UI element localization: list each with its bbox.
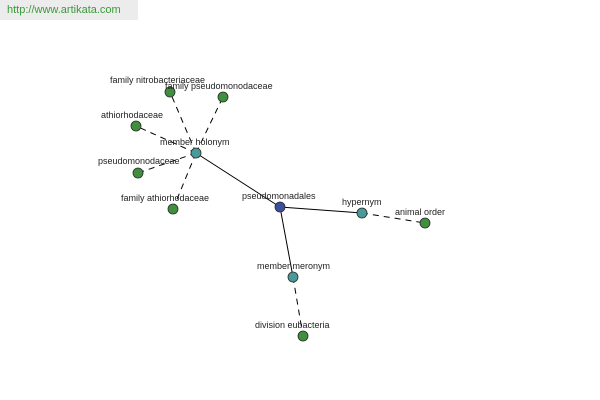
node-label-pseudomonodaceae: pseudomonodaceae <box>98 156 180 166</box>
edge-member-meronym-to-division-eubacteria <box>292 276 304 337</box>
url-banner: http://www.artikata.com <box>0 0 138 20</box>
edge-pseudomonadales-to-member-meronym <box>279 206 294 278</box>
node-label-division-eubacteria: division eubacteria <box>255 320 330 330</box>
node-layer: pseudomonadales member holonym hypernym mem… <box>98 75 445 342</box>
node-label-member-holonym: member holonym <box>160 137 230 147</box>
node-athiorhodaceae[interactable]: athiorhodaceae <box>101 110 163 132</box>
node-family-athiorhodaceae[interactable]: family athiorhodaceae <box>121 193 209 215</box>
node-marker-pseudomonodaceae[interactable] <box>132 167 144 179</box>
node-marker-hypernym[interactable] <box>356 207 368 219</box>
node-marker-athiorhodaceae[interactable] <box>130 120 142 132</box>
node-hypernym[interactable]: hypernym <box>342 197 382 219</box>
node-marker-member-meronym[interactable] <box>287 271 299 283</box>
edge-layer <box>135 91 426 337</box>
node-pseudomonodaceae[interactable]: pseudomonodaceae <box>98 156 180 179</box>
node-family-nitrobacteriaceae[interactable]: family nitrobacteriaceae <box>110 75 205 98</box>
node-member-holonym[interactable]: member holonym <box>160 137 230 159</box>
node-label-animal-order: animal order <box>395 207 445 217</box>
node-marker-member-holonym[interactable] <box>190 147 202 159</box>
node-marker-family-athiorhodaceae[interactable] <box>167 203 179 215</box>
node-marker-family-nitrobacteriaceae[interactable] <box>164 86 176 98</box>
node-label-hypernym: hypernym <box>342 197 382 207</box>
site-url-link[interactable]: http://www.artikata.com <box>7 4 121 16</box>
node-animal-order[interactable]: animal order <box>395 207 445 229</box>
edge-pseudomonadales-to-member-holonym <box>195 152 281 208</box>
node-division-eubacteria[interactable]: division eubacteria <box>255 320 330 342</box>
edge-member-holonym-to-family-nitrobacteriaceae <box>169 91 197 154</box>
node-label-pseudomonadales: pseudomonadales <box>242 191 316 201</box>
node-marker-animal-order[interactable] <box>419 217 431 229</box>
node-label-athiorhodaceae: athiorhodaceae <box>101 110 163 120</box>
node-label-family-pseudomonodaceae: family pseudomonodaceae <box>165 81 273 91</box>
node-label-family-nitrobacteriaceae: family nitrobacteriaceae <box>110 75 205 85</box>
node-pseudomonadales[interactable]: pseudomonadales <box>242 191 316 213</box>
node-label-family-athiorhodaceae: family athiorhodaceae <box>121 193 209 203</box>
node-marker-family-pseudomonodaceae[interactable] <box>217 91 229 103</box>
node-marker-pseudomonadales[interactable] <box>274 201 286 213</box>
node-label-member-meronym: member meronym <box>257 261 330 271</box>
node-marker-division-eubacteria[interactable] <box>297 330 309 342</box>
node-member-meronym[interactable]: member meronym <box>257 261 330 283</box>
edge-pseudomonadales-to-hypernym <box>279 206 363 214</box>
node-family-pseudomonodaceae[interactable]: family pseudomonodaceae <box>165 81 273 103</box>
